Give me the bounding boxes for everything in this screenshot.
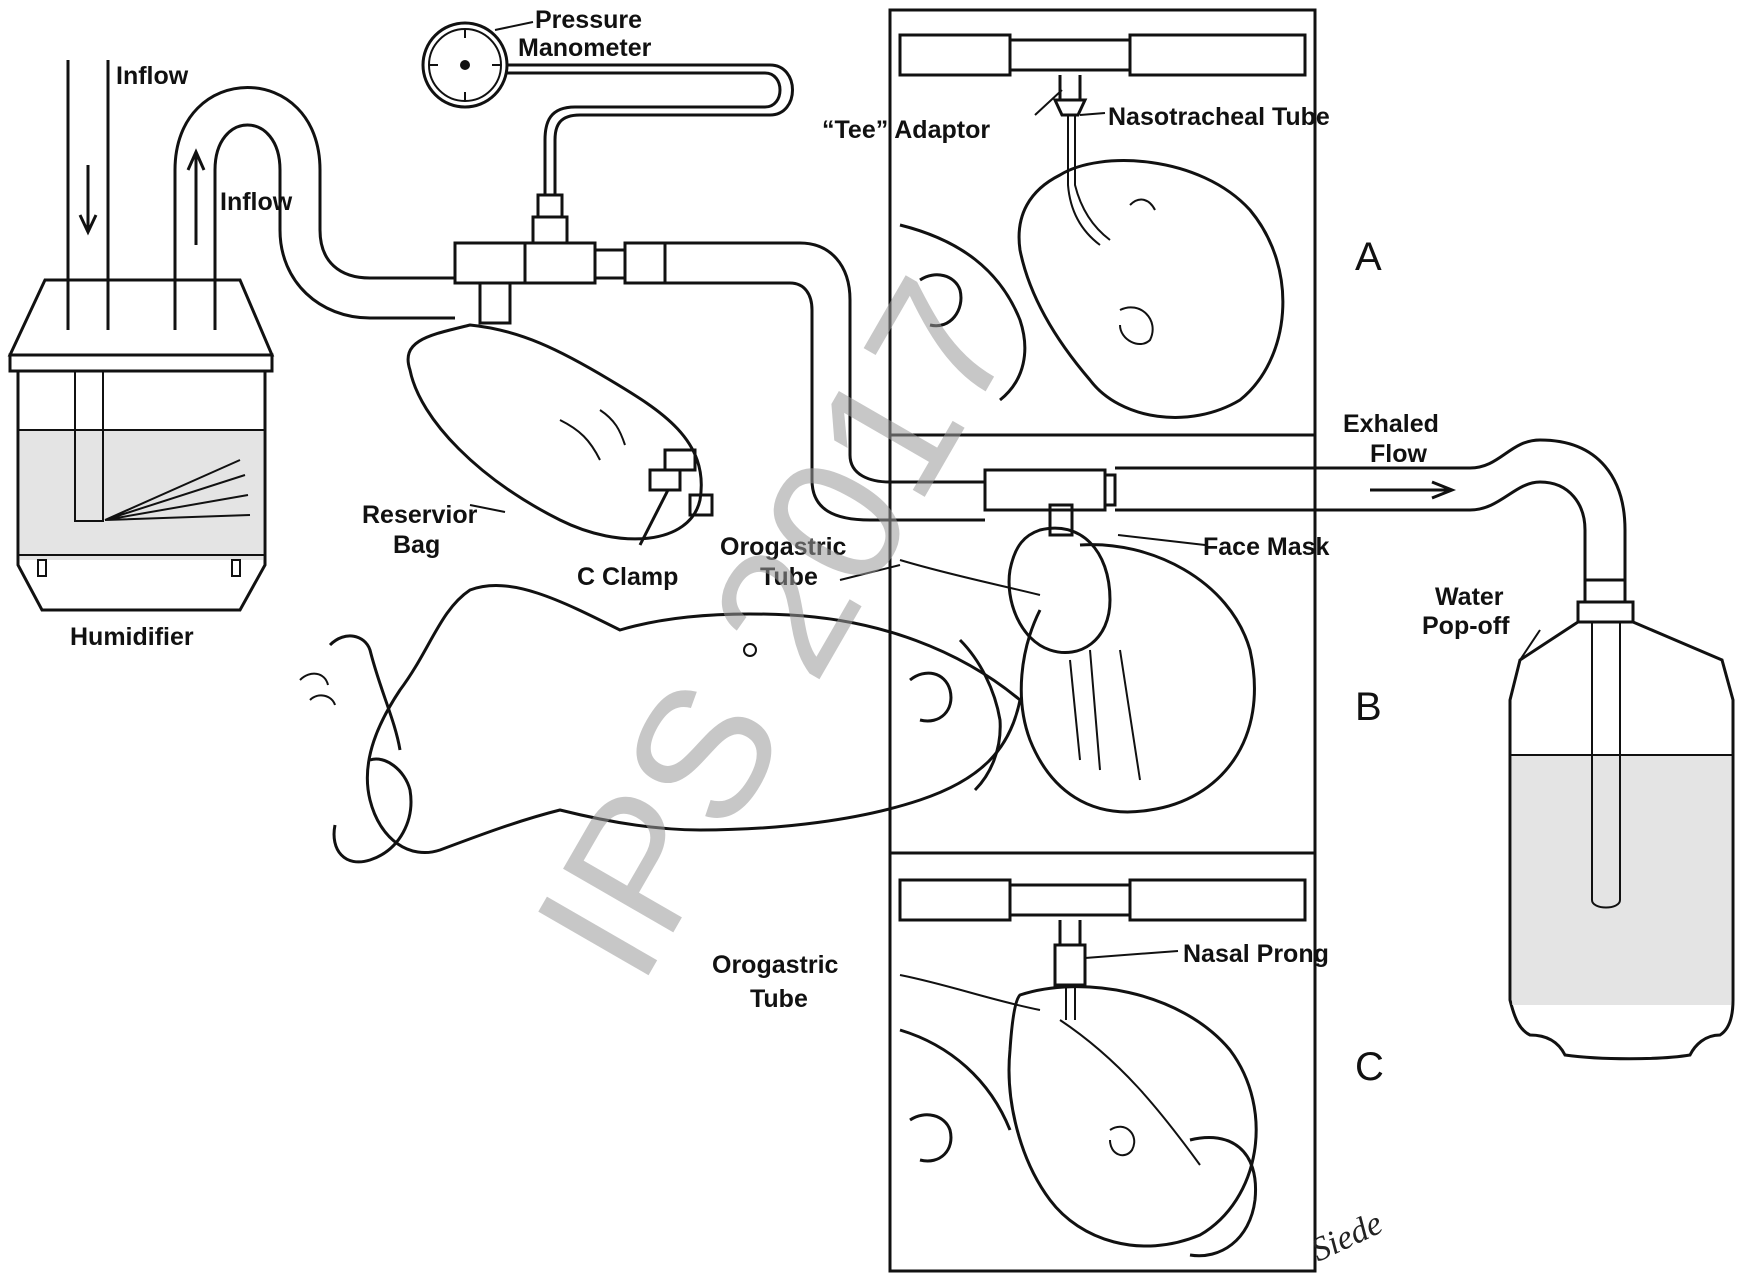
humidifier-lid-rim <box>10 355 272 371</box>
panel-frames <box>890 10 1315 1271</box>
orogastric-tube-c-line <box>900 975 1040 1010</box>
panel-label-c: C <box>1355 1045 1384 1089</box>
infant-arm-b <box>910 640 1000 790</box>
label-c-clamp: C Clamp <box>577 563 678 591</box>
label-orogastric-c: Orogastric <box>712 951 839 979</box>
manometer-line <box>507 65 793 195</box>
infant-head-a <box>1019 161 1283 418</box>
label-manometer: Manometer <box>518 34 652 62</box>
panel-label-b: B <box>1355 685 1382 729</box>
exhaled-flow-arrow <box>1370 482 1452 498</box>
label-nasal-prong: Nasal Prong <box>1183 940 1329 968</box>
label-inflow-top: Inflow <box>116 62 189 90</box>
tee-adaptor-icon <box>1055 75 1085 115</box>
inflow-arrow-up <box>188 152 204 245</box>
inflow-u-tube <box>175 88 455 331</box>
humidifier <box>10 280 272 610</box>
water-popoff-bottle <box>1510 580 1733 1059</box>
inflow-arrow-down <box>80 165 96 232</box>
label-face-mask: Face Mask <box>1203 533 1330 561</box>
panel-label-a: A <box>1355 235 1382 279</box>
label-humidifier: Humidifier <box>70 623 194 651</box>
nasotracheal-tube-icon <box>1068 115 1110 245</box>
bottle-water <box>1512 755 1731 1005</box>
label-reservoir: Reservior <box>362 501 478 529</box>
label-bag: Bag <box>393 531 440 559</box>
nasal-prong-icon <box>1055 920 1085 985</box>
humidifier-water <box>20 430 263 560</box>
label-exhaled: Exhaled <box>1343 410 1439 438</box>
label-water: Water <box>1435 583 1504 611</box>
label-tube-c: Tube <box>750 985 808 1013</box>
label-popoff: Pop-off <box>1422 612 1510 640</box>
label-flow: Flow <box>1370 440 1427 468</box>
infant-head-c <box>1009 987 1256 1246</box>
artist-signature: Siede <box>1306 1205 1388 1270</box>
label-nasotracheal-tube: Nasotracheal Tube <box>1108 103 1330 131</box>
hat-c <box>1190 1138 1256 1256</box>
label-pressure: Pressure <box>535 6 642 34</box>
humidifier-lid <box>10 280 272 355</box>
label-tee-adaptor: “Tee” Adaptor <box>822 116 990 144</box>
infant-arm-c <box>900 1030 1010 1161</box>
panel-c-content <box>900 880 1305 1256</box>
label-inflow-side: Inflow <box>220 188 293 216</box>
